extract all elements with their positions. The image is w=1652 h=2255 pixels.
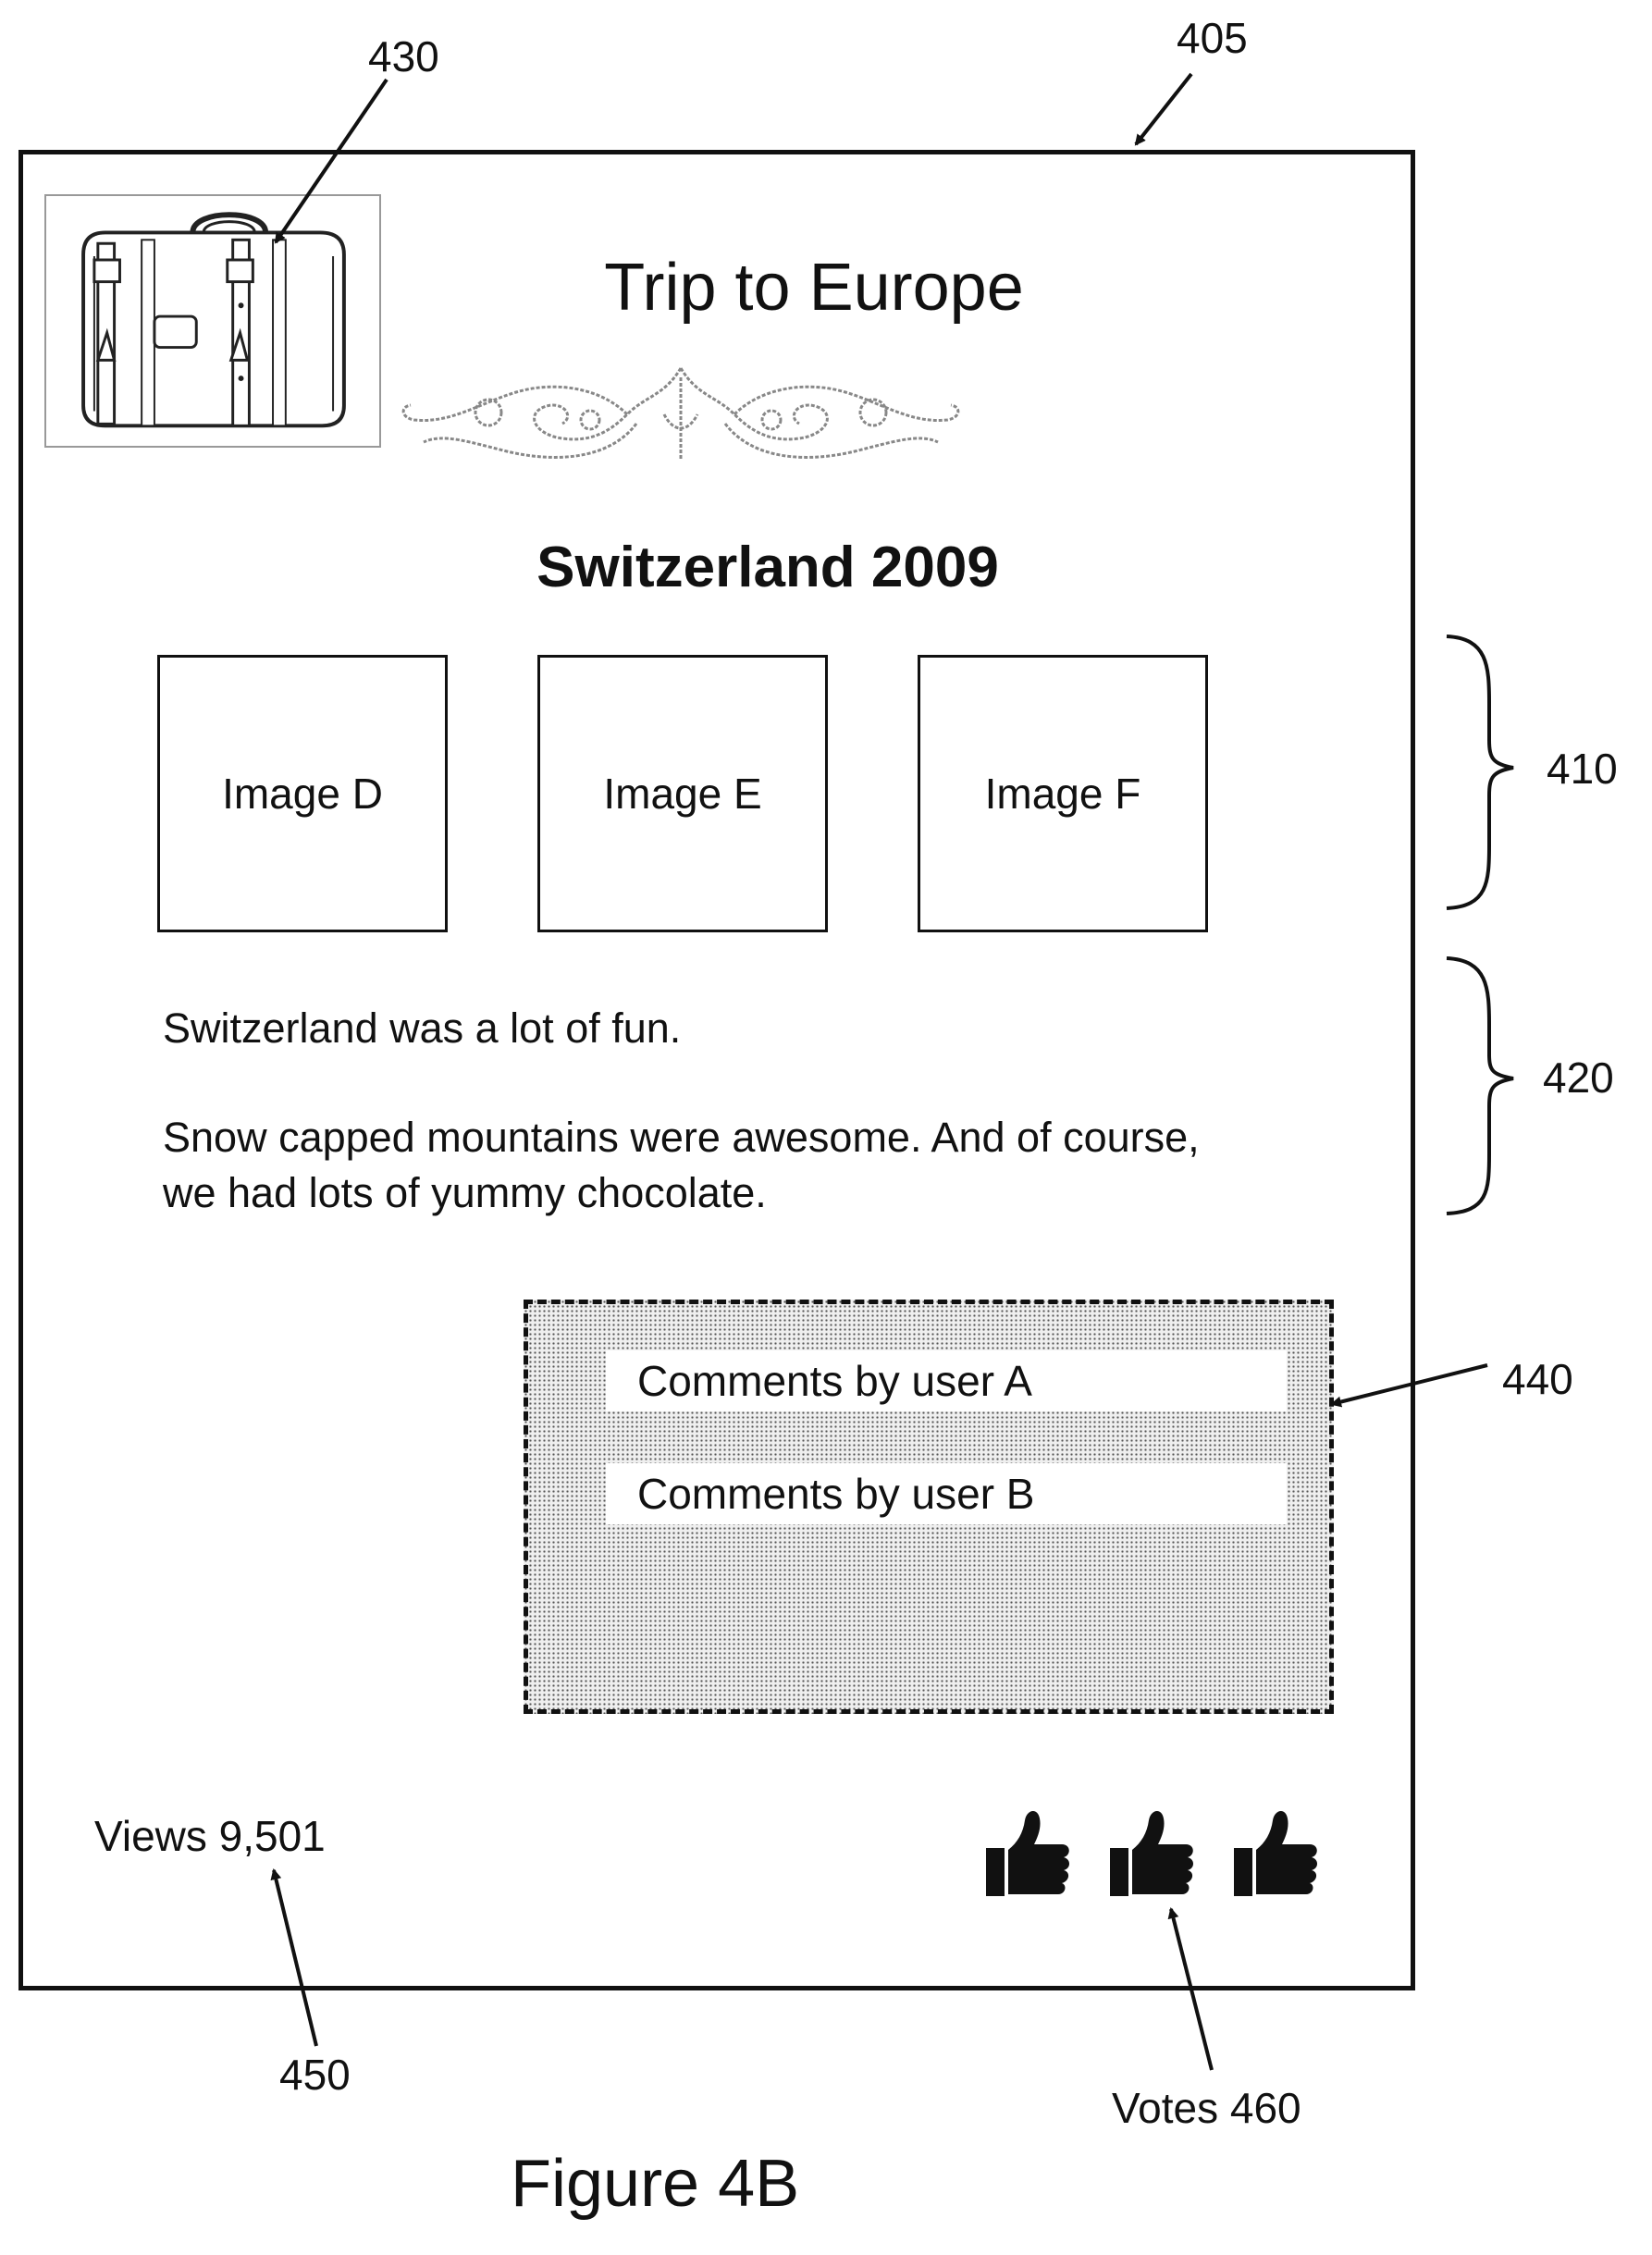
- page-title: Trip to Europe: [481, 250, 1147, 326]
- image-label: Image E: [603, 769, 761, 819]
- ref-405: 405: [1177, 17, 1248, 59]
- figure-caption: Figure 4B: [511, 2146, 799, 2222]
- description-line: Switzerland was a lot of fun.: [163, 1001, 681, 1056]
- image-label: Image F: [985, 769, 1141, 819]
- description-line: we had lots of yummy chocolate.: [163, 1165, 767, 1221]
- comments-panel: Comments by user A Comments by user B: [524, 1300, 1334, 1714]
- ref-430: 430: [368, 35, 439, 78]
- ref-420: 420: [1543, 1056, 1614, 1099]
- ornament-divider: [396, 359, 966, 470]
- image-placeholder[interactable]: Image E: [537, 655, 828, 932]
- thumbs-up-icon[interactable]: [1232, 1805, 1319, 1902]
- comment-item[interactable]: Comments by user B: [606, 1463, 1287, 1524]
- thumbs-up-icon[interactable]: [1108, 1805, 1195, 1902]
- suitcase-icon: [44, 194, 381, 448]
- image-placeholder[interactable]: Image D: [157, 655, 448, 932]
- ref-450: 450: [279, 2053, 351, 2096]
- ref-440: 440: [1502, 1358, 1573, 1400]
- comment-item[interactable]: Comments by user A: [606, 1350, 1287, 1411]
- ref-460: Votes 460: [1112, 2087, 1301, 2129]
- view-count: Views 9,501: [94, 1811, 326, 1861]
- image-label: Image D: [222, 769, 383, 819]
- description-line: Snow capped mountains were awesome. And …: [163, 1110, 1200, 1165]
- ref-410: 410: [1547, 747, 1618, 790]
- section-heading: Switzerland 2009: [407, 535, 1128, 600]
- thumbs-up-icon[interactable]: [984, 1805, 1071, 1902]
- image-placeholder[interactable]: Image F: [918, 655, 1208, 932]
